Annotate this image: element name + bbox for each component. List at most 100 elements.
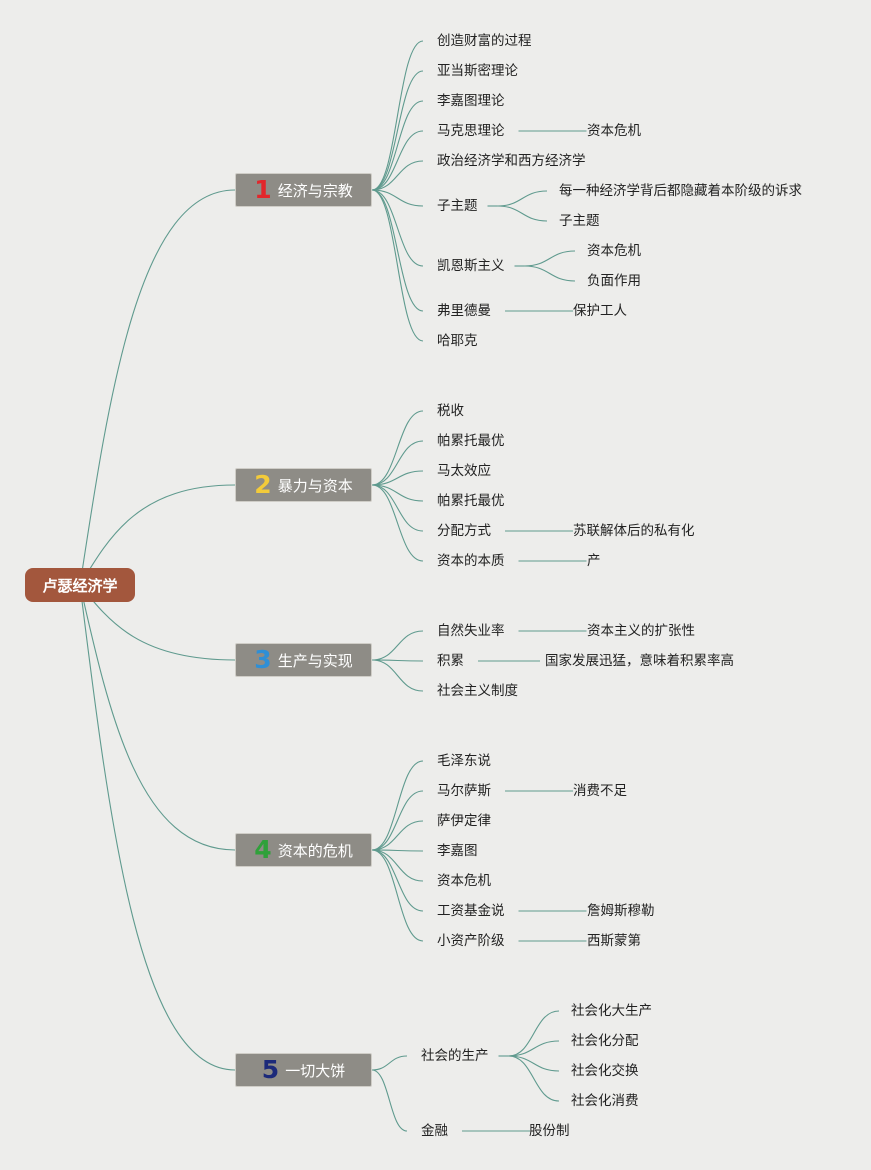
branch-number: 3 xyxy=(254,644,272,674)
topic-item[interactable]: 毛泽东说 xyxy=(437,753,491,769)
subtopic-item[interactable]: 消费不足 xyxy=(573,783,627,799)
topic-item[interactable]: 积累 xyxy=(437,653,464,669)
topic-item[interactable]: 哈耶克 xyxy=(437,333,478,349)
subtopic-item[interactable]: 保护工人 xyxy=(573,303,627,319)
topic-item[interactable]: 资本的本质 xyxy=(437,553,505,569)
branch-node-4[interactable]: 4 资本的危机 xyxy=(235,833,372,867)
connector-line xyxy=(371,849,424,942)
connector-line xyxy=(371,160,424,191)
connector-line xyxy=(79,584,236,851)
topic-item[interactable]: 马尔萨斯 xyxy=(437,783,491,799)
connector-line xyxy=(497,190,548,207)
connector-line xyxy=(371,659,424,692)
subtopic-item[interactable]: 苏联解体后的私有化 xyxy=(573,523,695,539)
topic-item[interactable]: 李嘉图理论 xyxy=(437,93,505,109)
topic-item[interactable]: 凯恩斯主义 xyxy=(437,258,505,274)
branch-number: 5 xyxy=(261,1054,280,1084)
connector-line xyxy=(371,484,424,532)
connector-line xyxy=(371,470,424,486)
topic-item[interactable]: 帕累托最优 xyxy=(437,493,505,509)
subtopic-item[interactable]: 子主题 xyxy=(559,213,600,229)
subtopic-item[interactable]: 社会化大生产 xyxy=(571,1003,652,1019)
subtopic-item[interactable]: 股份制 xyxy=(529,1123,570,1139)
connector-line xyxy=(371,40,424,191)
connector-line xyxy=(371,790,424,851)
connector-line xyxy=(508,1055,560,1102)
topic-item[interactable]: 帕累托最优 xyxy=(437,433,505,449)
connector-line xyxy=(371,189,424,312)
topic-item[interactable]: 弗里德曼 xyxy=(437,303,491,319)
connector-line xyxy=(371,1069,408,1132)
subtopic-item[interactable]: 西斯蒙第 xyxy=(587,933,641,949)
topic-item[interactable]: 分配方式 xyxy=(437,523,491,539)
branch-node-3[interactable]: 3 生产与实现 xyxy=(235,643,372,677)
subtopic-item[interactable]: 资本危机 xyxy=(587,123,641,139)
connector-line xyxy=(508,1010,560,1057)
topic-item[interactable]: 税收 xyxy=(437,403,464,419)
connector-line xyxy=(524,265,576,282)
subtopic-item[interactable]: 资本危机 xyxy=(587,243,641,259)
subtopic-item[interactable]: 每一种经济学背后都隐藏着本阶级的诉求 xyxy=(559,183,802,199)
branch-node-2[interactable]: 2 暴力与资本 xyxy=(235,468,372,502)
subtopic-item[interactable]: 社会化交换 xyxy=(571,1063,639,1079)
connector-line xyxy=(79,584,236,1071)
topic-item[interactable]: 自然失业率 xyxy=(437,623,505,639)
connector-line xyxy=(371,1055,408,1071)
topic-item[interactable]: 社会主义制度 xyxy=(437,683,518,699)
connector-line xyxy=(371,410,424,486)
topic-item[interactable]: 李嘉图 xyxy=(437,843,478,859)
topic-item[interactable]: 小资产阶级 xyxy=(437,933,505,949)
connector-line xyxy=(371,189,424,207)
subtopic-item[interactable]: 詹姆斯穆勒 xyxy=(587,903,655,919)
connector-line xyxy=(371,820,424,851)
connector-line xyxy=(508,1055,560,1072)
subtopic-item[interactable]: 国家发展迅猛，意味着积累率高 xyxy=(545,653,734,669)
topic-item[interactable]: 创造财富的过程 xyxy=(437,33,532,49)
subtopic-item[interactable]: 负面作用 xyxy=(587,273,641,289)
branch-label: 经济与宗教 xyxy=(277,181,353,200)
connector-line xyxy=(79,484,236,586)
connector-line xyxy=(79,189,236,586)
connector-line xyxy=(371,849,424,882)
branch-number: 4 xyxy=(254,834,272,864)
connector-line xyxy=(371,630,424,661)
branch-label: 资本的危机 xyxy=(277,841,353,860)
branch-label: 暴力与资本 xyxy=(277,476,353,495)
topic-item[interactable]: 马太效应 xyxy=(437,463,491,479)
connector-line xyxy=(371,484,424,502)
branch-label: 生产与实现 xyxy=(277,651,353,670)
topic-item[interactable]: 子主题 xyxy=(437,198,478,214)
connector-line xyxy=(371,484,424,562)
connector-line xyxy=(371,100,424,191)
branch-number: 2 xyxy=(254,469,272,499)
subtopic-item[interactable]: 资本主义的扩张性 xyxy=(587,623,695,639)
subtopic-item[interactable]: 社会化消费 xyxy=(571,1093,639,1109)
connector-line xyxy=(508,1040,560,1057)
subtopic-item[interactable]: 产 xyxy=(587,553,601,569)
connector-line xyxy=(371,189,424,342)
topic-item[interactable]: 社会的生产 xyxy=(421,1048,489,1064)
topic-item[interactable]: 政治经济学和西方经济学 xyxy=(437,153,586,169)
topic-item[interactable]: 亚当斯密理论 xyxy=(437,63,518,79)
topic-item[interactable]: 工资基金说 xyxy=(437,903,505,919)
subtopic-item[interactable]: 社会化分配 xyxy=(571,1033,639,1049)
connector-line xyxy=(371,849,424,912)
root-node[interactable]: 卢瑟经济学 xyxy=(25,568,135,602)
topic-item[interactable]: 金融 xyxy=(421,1123,448,1139)
branch-node-1[interactable]: 1 经济与宗教 xyxy=(235,173,372,207)
connector-line xyxy=(524,250,576,267)
connector-line xyxy=(497,205,548,222)
connector-line xyxy=(371,70,424,191)
topic-item[interactable]: 萨伊定律 xyxy=(437,813,491,829)
connector-line xyxy=(371,760,424,851)
topic-item[interactable]: 资本危机 xyxy=(437,873,491,889)
branch-node-5[interactable]: 5 一切大饼 xyxy=(235,1053,372,1087)
connector-line xyxy=(371,130,424,191)
branch-label: 一切大饼 xyxy=(285,1061,346,1080)
connector-line xyxy=(371,440,424,486)
branch-number: 1 xyxy=(254,174,272,204)
connector-line xyxy=(371,189,424,267)
topic-item[interactable]: 马克思理论 xyxy=(437,123,505,139)
